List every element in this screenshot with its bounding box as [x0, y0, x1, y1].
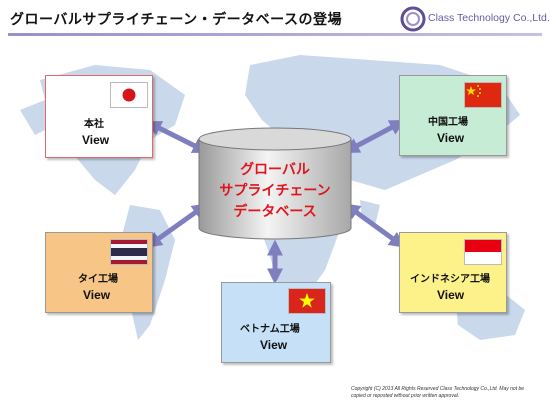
- view-link-vietnam[interactable]: View: [260, 338, 288, 352]
- database-label: グローバル サプライチェーン データベース: [196, 160, 354, 223]
- arrow-db-indonesia: [343, 203, 406, 248]
- indonesia-flag-icon: [464, 239, 502, 265]
- location-name-hq: 本社: [84, 119, 104, 130]
- japan-flag-icon: [110, 82, 148, 108]
- logo-text: Class Technology Co.,Ltd.: [428, 12, 550, 24]
- thailand-flag-icon: [110, 239, 148, 265]
- view-link-china[interactable]: View: [437, 131, 465, 145]
- location-card-indonesia[interactable]: インドネシア工場 View: [399, 232, 507, 313]
- database-label-line: サプライチェーン: [219, 183, 331, 199]
- arrow-db-hq: [145, 121, 209, 153]
- arrow-db-thailand: [145, 203, 209, 248]
- page-title: グローバルサプライチェーン・データベースの登場: [10, 12, 342, 28]
- database-cylinder: [198, 127, 352, 240]
- view-link-hq[interactable]: View: [82, 133, 110, 147]
- location-card-hq[interactable]: 本社 View: [45, 75, 153, 158]
- copyright-line: copied or reposted without prior written…: [351, 393, 460, 399]
- database-label-line: データベース: [233, 204, 317, 220]
- company-logo: Class Technology Co.,Ltd.: [400, 6, 550, 32]
- view-link-thailand[interactable]: View: [83, 288, 111, 302]
- location-name-china: 中国工場: [428, 117, 468, 128]
- title-underline: [8, 33, 542, 36]
- database-label-line: グローバル: [240, 162, 310, 178]
- view-link-indonesia[interactable]: View: [437, 288, 465, 302]
- location-card-china[interactable]: 中国工場 View: [399, 75, 507, 156]
- logo-ring-icon: [400, 6, 426, 32]
- location-card-thailand[interactable]: タイ工場 View: [45, 232, 153, 313]
- location-name-indonesia: インドネシア工場: [410, 274, 490, 285]
- location-name-thailand: タイ工場: [78, 274, 118, 285]
- copyright-line: Copyright (C) 2013 All Rights Reserved C…: [351, 386, 525, 392]
- arrow-db-china: [343, 120, 406, 153]
- china-flag-icon: [464, 82, 502, 108]
- copyright-notice: Copyright (C) 2013 All Rights Reserved C…: [351, 386, 524, 400]
- location-card-vietnam[interactable]: ベトナム工場 View: [221, 282, 331, 363]
- vietnam-flag-icon: [288, 288, 326, 314]
- location-name-vietnam: ベトナム工場: [240, 324, 300, 335]
